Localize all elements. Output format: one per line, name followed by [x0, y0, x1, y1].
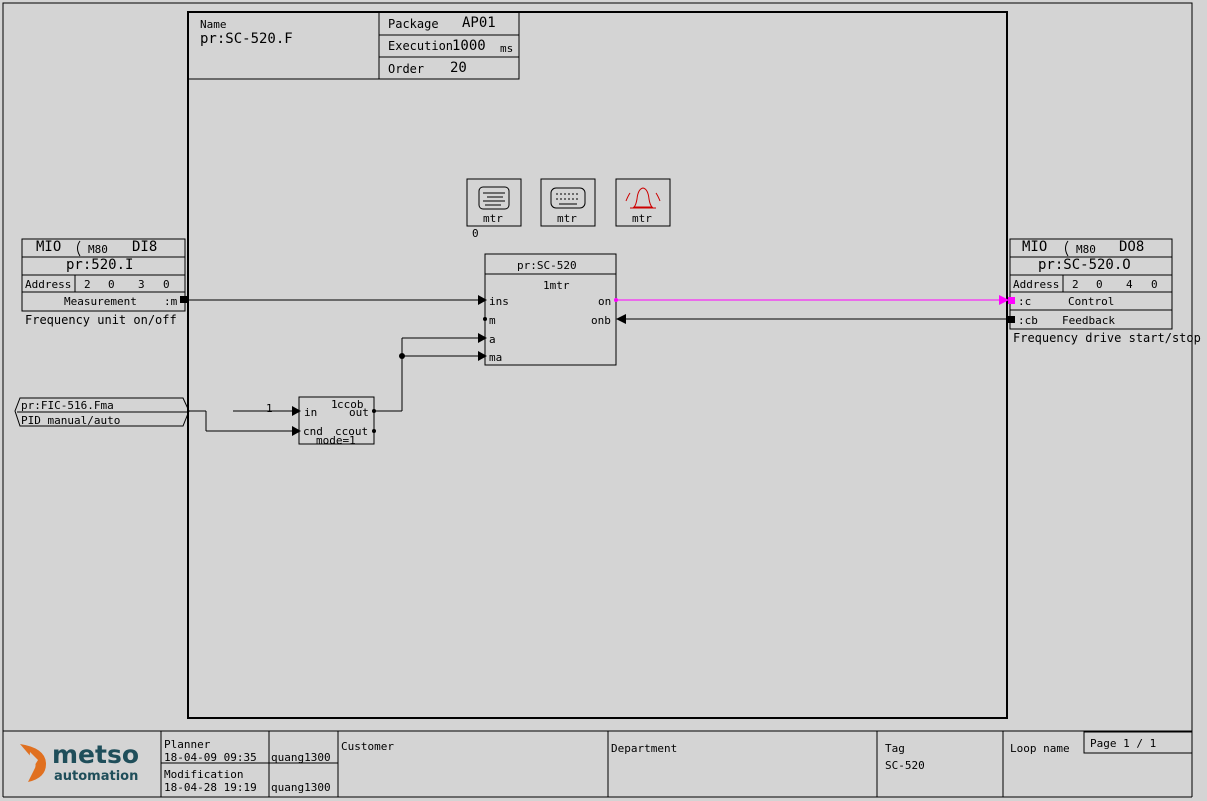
keyboard-icon[interactable]: mtr	[541, 179, 595, 226]
mio-out-feedback-signal: Feedback	[1062, 314, 1115, 327]
customer-label: Customer	[341, 740, 394, 753]
mio-in-pin: :m	[164, 295, 178, 308]
icon-index: 0	[472, 227, 479, 240]
modification-date: 18-04-28 19:19	[164, 781, 257, 794]
external-ref-tag: pr:FIC-516.Fma	[21, 399, 114, 412]
mtr-input-a: a	[489, 333, 496, 346]
order-value: 20	[450, 60, 467, 76]
mio-in-description: Frequency unit on/off	[25, 313, 177, 327]
mio-out-description: Frequency drive start/stop	[1013, 331, 1201, 345]
mio-out-feedback-pin: :cb	[1018, 314, 1038, 327]
ccob-out-pin: out	[349, 406, 369, 419]
external-ref-description: PID manual/auto	[21, 414, 121, 427]
icon-label: mtr	[483, 212, 503, 225]
page-indicator: Page 1 / 1	[1090, 737, 1157, 750]
planner-user: quang1300	[271, 751, 331, 764]
icon-label: mtr	[557, 212, 577, 225]
package-label: Package	[388, 17, 439, 31]
mio-out-type: DO8	[1119, 239, 1145, 255]
mio-out-control-pin: :c	[1018, 295, 1032, 308]
mtr-input-m: m	[489, 314, 496, 327]
ccob-type: ccob	[337, 398, 364, 411]
ccob-mode: mode=1	[316, 434, 356, 447]
package-value: AP01	[462, 15, 496, 31]
ccob-in-pin: in	[304, 406, 318, 419]
mio-in-title: MIO	[36, 239, 62, 255]
mtr-output-on: on	[598, 295, 612, 308]
name-label: Name	[200, 18, 227, 31]
order-label: Order	[388, 62, 425, 76]
display-icon[interactable]: mtr	[467, 179, 521, 226]
mio-in-address-1: 2	[84, 278, 91, 291]
ccob-ccout-pin: ccout	[335, 425, 369, 438]
metso-logo-mark	[20, 744, 46, 782]
mio-out-address-3: 4	[1126, 278, 1133, 291]
mio-in-type: DI8	[132, 239, 158, 255]
mtr-input-ins: ins	[489, 295, 509, 308]
mtr-type: 1mtr	[543, 279, 570, 292]
department-label: Department	[611, 742, 678, 755]
name-value: pr:SC-520.F	[200, 31, 293, 47]
mtr-output-onb: onb	[591, 314, 611, 327]
mio-in-signal: Measurement	[64, 295, 137, 308]
mio-in-module: M80	[88, 243, 108, 256]
logo-name: metso	[52, 740, 140, 769]
execution-unit: ms	[500, 42, 514, 55]
modification-user: quang1300	[271, 781, 331, 794]
metso-logo: metso automation	[16, 740, 156, 790]
loop-name-label: Loop name	[1010, 742, 1070, 755]
constant-input: 1	[266, 402, 273, 415]
tag-label: Tag	[885, 742, 905, 755]
mio-out-address-1: 2	[1072, 278, 1079, 291]
mio-in-address-label: Address	[25, 278, 72, 291]
tag-value: SC-520	[885, 759, 925, 772]
ccob-number: 1	[331, 398, 338, 411]
modification-label: Modification	[164, 768, 244, 781]
mio-in-address-4: 0	[163, 278, 170, 291]
mtr-tag: pr:SC-520	[517, 259, 577, 272]
mtr-input-ma: ma	[489, 351, 503, 364]
mio-out-address-4: 0	[1151, 278, 1158, 291]
mio-in-address-3: 3	[138, 278, 145, 291]
planner-date: 18-04-09 09:35	[164, 751, 257, 764]
planner-label: Planner	[164, 738, 211, 751]
mio-out-address-2: 0	[1096, 278, 1103, 291]
alarm-bell-icon[interactable]: mtr	[616, 179, 670, 226]
icon-label: mtr	[632, 212, 652, 225]
mio-out-title: MIO	[1022, 239, 1048, 255]
mio-out-control-signal: Control	[1068, 295, 1115, 308]
mio-out-module: M80	[1076, 243, 1096, 256]
mio-out-tag: pr:SC-520.O	[1038, 257, 1131, 273]
execution-value: 1000	[452, 38, 486, 54]
mio-out-address-label: Address	[1013, 278, 1060, 291]
execution-label: Execution	[388, 39, 454, 53]
ccob-cnd-pin: cnd	[303, 425, 323, 438]
logo-subtitle: automation	[54, 769, 139, 784]
mio-in-tag: pr:520.I	[66, 257, 134, 273]
mio-in-address-2: 0	[108, 278, 115, 291]
